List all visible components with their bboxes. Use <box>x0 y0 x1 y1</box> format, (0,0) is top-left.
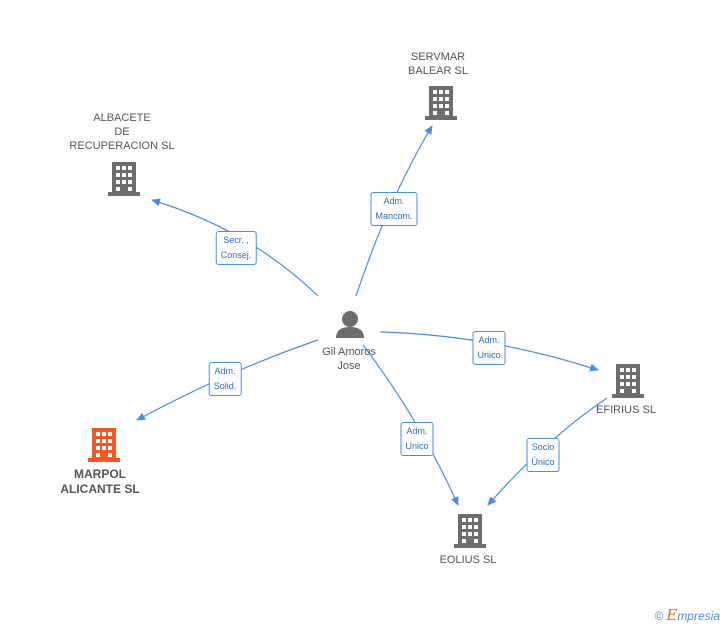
edge-label-servmar: Adm. Mancom. <box>370 192 418 226</box>
node-label-center-person[interactable]: Gil Amoros Jose <box>322 346 376 372</box>
brand-name: mpresia <box>677 609 720 623</box>
edge-label-eolius: Adm. Unico <box>400 422 434 456</box>
node-label-marpol[interactable]: MARPOL ALICANTE SL <box>60 467 140 496</box>
brand-initial: E <box>666 606 678 624</box>
building-icon[interactable] <box>425 86 457 120</box>
building-icon[interactable] <box>612 364 644 398</box>
edge-label-efirius: Adm. Unico <box>472 331 506 365</box>
edge-label-marpol: Adm. Solid. <box>208 362 242 396</box>
edge-label-efirius-eolius: Socio Único <box>526 438 560 472</box>
building-icon-highlight[interactable] <box>88 428 120 462</box>
building-icon[interactable] <box>454 514 486 548</box>
brand-watermark: ©Empresia <box>655 606 720 624</box>
node-label-efirius[interactable]: EFIRIUS SL <box>596 404 656 416</box>
copyright-icon: © <box>654 609 664 623</box>
person-icon[interactable] <box>336 311 364 338</box>
building-icon[interactable] <box>108 162 140 196</box>
node-label-servmar[interactable]: SERVMAR BALEAR SL <box>408 51 468 77</box>
node-label-eolius[interactable]: EOLIUS SL <box>439 554 497 566</box>
node-label-albacete[interactable]: ALBACETE DE RECUPERACION SL <box>69 112 175 152</box>
edge-label-albacete: Secr. , Consej. <box>215 231 257 265</box>
